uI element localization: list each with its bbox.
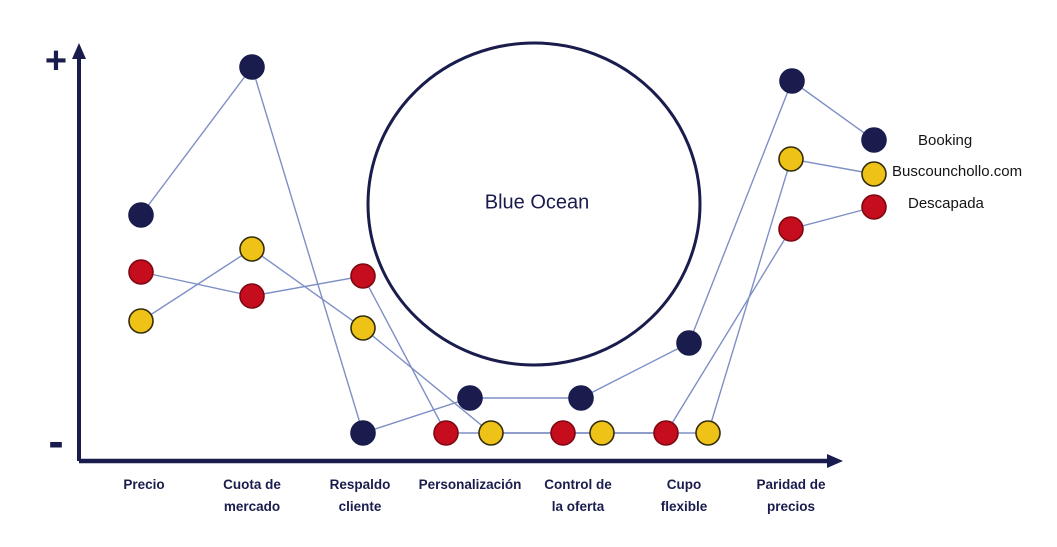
data-point-booking-6 [779,68,805,94]
data-point-descapada-2 [350,263,376,289]
data-point-buscounchollo-com-3 [478,420,504,446]
data-point-buscounchollo-com-0 [128,308,154,334]
data-point-descapada-1 [239,283,265,309]
blue-ocean-annotation-label: Blue Ocean [484,191,590,214]
data-point-booking-2 [350,420,376,446]
legend-dot-descapada [861,194,887,220]
legend-label-descapada: Descapada [908,195,984,212]
x-axis-arrowhead [827,454,843,468]
y-axis-arrowhead [72,43,86,59]
data-point-descapada-5 [653,420,679,446]
series-line-booking [140,65,875,434]
data-point-booking-0 [128,202,154,228]
data-point-descapada-0 [128,259,154,285]
category-label-paridad-de-precios: Paridad de precios [756,477,826,514]
category-label-cuota-de-mercado: Cuota de mercado [223,477,281,514]
category-label-personalizacion: Personalización [418,477,522,492]
data-point-buscounchollo-com-2 [350,315,376,341]
data-point-booking-5 [676,330,702,356]
y-axis-minus-label: - [48,415,64,467]
data-point-buscounchollo-com-4 [589,420,615,446]
data-point-buscounchollo-com-1 [239,236,265,262]
category-label-cupo-flexible: Cupo flexible [660,477,708,514]
category-label-control-de-la-oferta: Control de la oferta [544,477,612,514]
legend-dot-buscounchollo-com [861,161,887,187]
y-axis-plus-label: + [44,40,68,82]
data-point-buscounchollo-com-5 [695,420,721,446]
data-point-booking-3 [457,385,483,411]
series-line-descapada [140,206,875,434]
data-point-descapada-4 [550,420,576,446]
category-label-respaldo-cliente: Respaldo cliente [329,477,391,514]
data-point-descapada-6 [778,216,804,242]
data-point-buscounchollo-com-6 [778,146,804,172]
data-point-booking-4 [568,385,594,411]
category-label-precio: Precio [123,477,165,492]
legend-dot-booking [861,127,887,153]
blue-ocean-circle [366,41,702,367]
data-point-descapada-3 [433,420,459,446]
legend-label-buscounchollo: Buscounchollo.com [892,163,1023,180]
legend-label-booking: Booking [918,132,973,149]
data-point-booking-1 [239,54,265,80]
